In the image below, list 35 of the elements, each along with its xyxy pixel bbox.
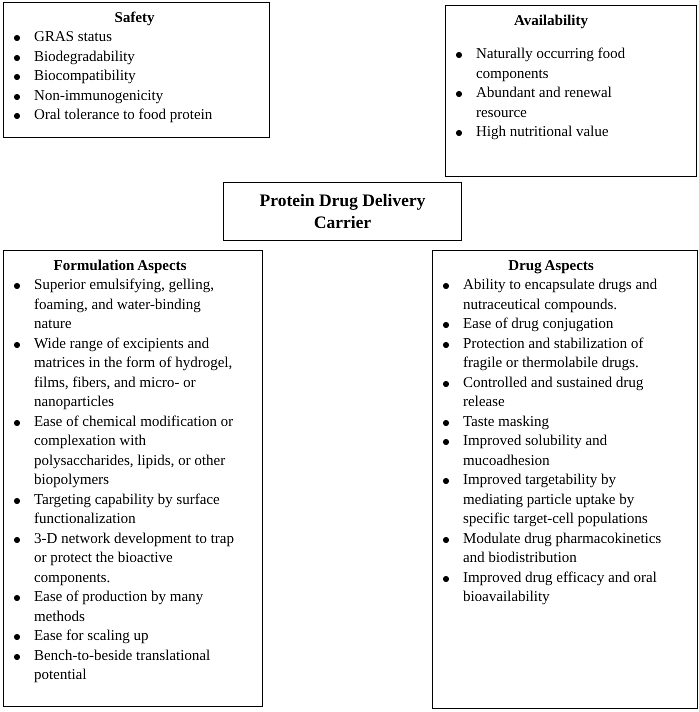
bullet-text: Biodegradability (34, 48, 135, 64)
bullet-text: Superior emulsifying, gelling, foaming, and water-binding nature (34, 277, 214, 332)
box-heading: Safety (114, 9, 156, 28)
box-heading: Availability (513, 12, 589, 31)
bullet-text: Improved drug efficacy and oral bioavailability (463, 570, 657, 605)
text-box (445, 5, 697, 177)
bullet-text: 3-D network development to trap or protect the bioactive components. (34, 530, 234, 586)
bullet-text: Controlled and sustained drug release (463, 374, 644, 410)
bullet-text: High nutritional value (476, 124, 608, 140)
bullet-text: Ability to encapsulate drugs and nutraceutical compounds. (463, 277, 658, 312)
bullet-text: Ease of chemical modification or complexation with polysaccharides, lipids, or other biopolymers (34, 414, 234, 488)
box-heading: Formulation Aspects (52, 257, 188, 276)
box-heading: Protein Drug Delivery Carrier (258, 189, 426, 233)
bullet-text: Non-immunogenicity (34, 88, 164, 104)
bullet-text: Protection and stabilization of fragile or thermolabile drugs. (463, 336, 644, 371)
bullet-text: Biocompatibility (34, 68, 136, 84)
text-box (223, 182, 462, 241)
text-box (3, 250, 263, 707)
bullet-text: Modulate drug pharmacokinetics and biodistribution (463, 530, 662, 566)
bullet-text: Naturally occurring food components (476, 46, 626, 82)
bullet-text: Improved solubility and mucoadhesion (463, 433, 608, 468)
text-box (432, 250, 698, 709)
bullet-text: Improved targetability by mediating particle uptake by specific target-cell populations (463, 472, 648, 527)
bullet-text: Taste masking (463, 414, 550, 430)
bullet-text: Bench-to-beside translational potential (34, 648, 210, 683)
bullet-text: Abundant and renewal resource (476, 85, 612, 120)
bullet-text: Ease for scaling up (34, 628, 149, 644)
box-heading: Drug Aspects (507, 257, 595, 276)
text-box (3, 2, 270, 138)
bullet-text: Ease of production by many methods (34, 589, 204, 624)
bullet-text: Targeting capability by surface functionalization (34, 492, 220, 527)
bullet-text: Oral tolerance to food protein (34, 107, 212, 123)
bullet-text: Ease of drug conjugation (463, 316, 614, 332)
bullet-text: GRAS status (34, 29, 112, 45)
bullet-text: Wide range of excipients and matrices in the form of hydrogel, films, fibers, and micro- or nanoparticles (34, 336, 232, 410)
